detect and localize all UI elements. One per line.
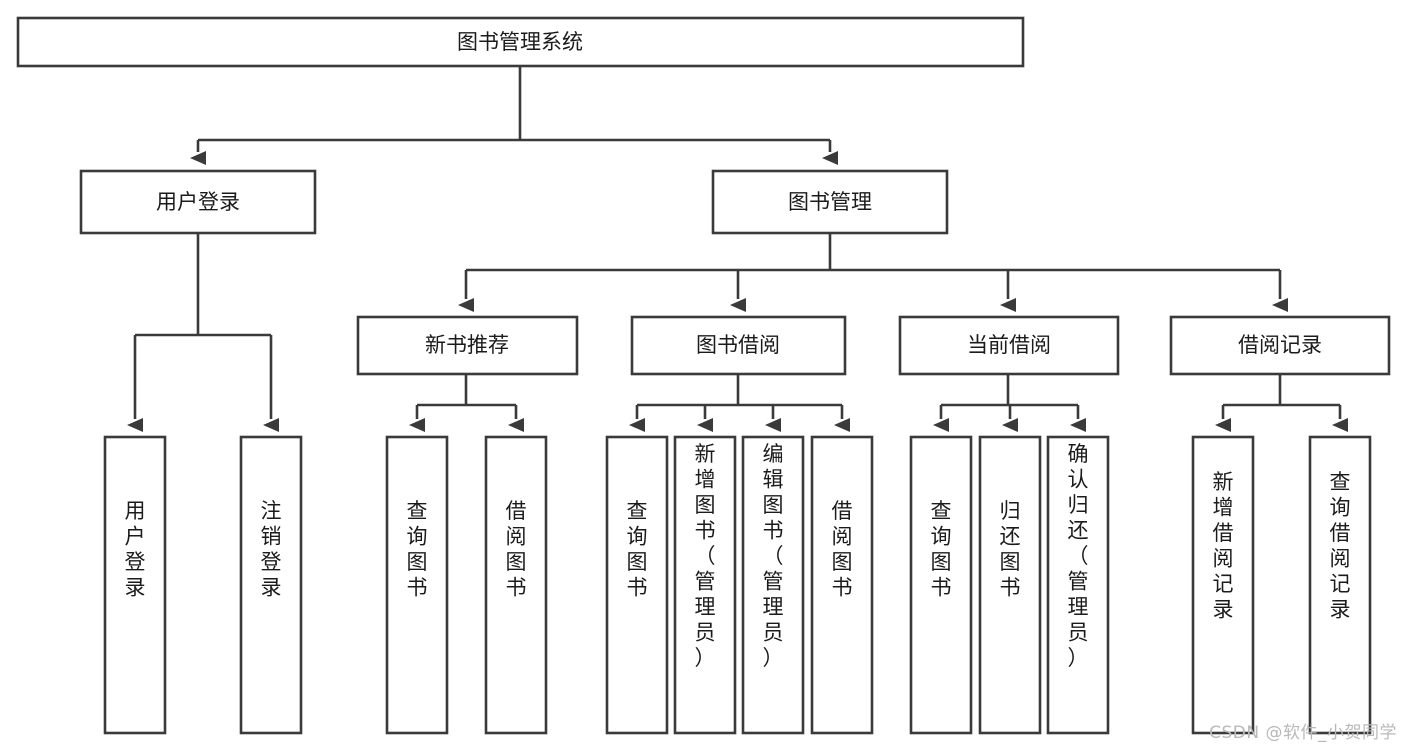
- node-user-login-box[interactable]: [79, 169, 317, 235]
- node-book-management-label: 图书管理: [788, 190, 872, 214]
- node-borrow-records-label: 借阅记录: [1238, 333, 1322, 357]
- leaf-query-book-1-label: 查询图书: [407, 499, 428, 600]
- leaf-borrow-book-1-label: 借阅图书: [506, 499, 527, 600]
- node-new-book-recommend-label: 新书推荐: [425, 333, 509, 357]
- node-new-book-recommend[interactable]: 新书推荐: [356, 315, 579, 376]
- node-user-login[interactable]: 用户登录: [79, 169, 317, 235]
- node-new-book-recommend-box[interactable]: [356, 315, 579, 376]
- leaf-add-book-admin-label: 新增图书（管理员）: [695, 442, 716, 670]
- leaf-logout[interactable]: 注销登录: [239, 435, 303, 735]
- leaf-return-book[interactable]: 归还图书: [978, 435, 1042, 735]
- leaf-query-book-3-box[interactable]: [909, 435, 973, 735]
- leaf-user-login[interactable]: 用户登录: [103, 435, 167, 735]
- leaf-query-book-1-box[interactable]: [385, 435, 449, 735]
- node-book-management[interactable]: 图书管理: [711, 169, 949, 235]
- node-book-management-box[interactable]: [711, 169, 949, 235]
- leaf-add-borrow-record[interactable]: 新增借阅记录: [1191, 435, 1255, 735]
- node-user-login-label: 用户登录: [156, 190, 240, 214]
- leaf-query-book-1[interactable]: 查询图书: [385, 435, 449, 735]
- leaf-query-borrow-record-box[interactable]: [1308, 435, 1372, 735]
- leaf-edit-book-admin[interactable]: 编辑图书（管理员）: [741, 435, 805, 735]
- node-current-borrow-box[interactable]: [898, 315, 1120, 376]
- leaf-borrow-book-1[interactable]: 借阅图书: [484, 435, 548, 735]
- node-borrow-records[interactable]: 借阅记录: [1169, 315, 1391, 376]
- leaf-logout-label: 注销登录: [261, 499, 282, 600]
- leaf-add-book-admin-box[interactable]: [673, 435, 737, 735]
- leaf-query-book-3[interactable]: 查询图书: [909, 435, 973, 735]
- leaf-query-book-2-box[interactable]: [605, 435, 669, 735]
- leaf-user-login-box[interactable]: [103, 435, 167, 735]
- node-root-box[interactable]: [16, 16, 1025, 68]
- node-book-borrow-label: 图书借阅: [696, 333, 780, 357]
- leaf-query-book-3-label: 查询图书: [931, 499, 952, 600]
- leaf-confirm-return-admin-label: 确认归还（管理员）: [1068, 442, 1089, 670]
- leaf-user-login-label: 用户登录: [125, 499, 146, 600]
- leaf-add-borrow-record-box[interactable]: [1191, 435, 1255, 735]
- node-current-borrow[interactable]: 当前借阅: [898, 315, 1120, 376]
- node-current-borrow-label: 当前借阅: [967, 333, 1051, 357]
- node-book-borrow-box[interactable]: [630, 315, 847, 376]
- node-book-borrow[interactable]: 图书借阅: [630, 315, 847, 376]
- leaf-add-borrow-record-label: 新增借阅记录: [1213, 470, 1234, 622]
- node-borrow-records-box[interactable]: [1169, 315, 1391, 376]
- leaf-return-book-label: 归还图书: [1000, 499, 1021, 600]
- leaf-borrow-book-1-box[interactable]: [484, 435, 548, 735]
- leaf-edit-book-admin-box[interactable]: [741, 435, 805, 735]
- leaf-borrow-book-2-box[interactable]: [810, 435, 874, 735]
- leaf-borrow-book-2[interactable]: 借阅图书: [810, 435, 874, 735]
- connectors: [127, 66, 1348, 432]
- leaf-query-book-2[interactable]: 查询图书: [605, 435, 669, 735]
- node-root[interactable]: 图书管理系统: [16, 16, 1025, 68]
- leaf-query-book-2-label: 查询图书: [627, 499, 648, 600]
- leaf-query-borrow-record[interactable]: 查询借阅记录: [1308, 435, 1372, 735]
- leaf-confirm-return-admin-box[interactable]: [1046, 435, 1110, 735]
- leaf-query-borrow-record-label: 查询借阅记录: [1330, 470, 1351, 622]
- leaf-edit-book-admin-label: 编辑图书（管理员）: [763, 442, 784, 670]
- node-root-label: 图书管理系统: [457, 30, 583, 54]
- leaf-return-book-box[interactable]: [978, 435, 1042, 735]
- leaf-logout-box[interactable]: [239, 435, 303, 735]
- leaf-borrow-book-2-label: 借阅图书: [832, 499, 853, 600]
- leaf-confirm-return-admin[interactable]: 确认归还（管理员）: [1046, 435, 1110, 735]
- leaf-add-book-admin[interactable]: 新增图书（管理员）: [673, 435, 737, 735]
